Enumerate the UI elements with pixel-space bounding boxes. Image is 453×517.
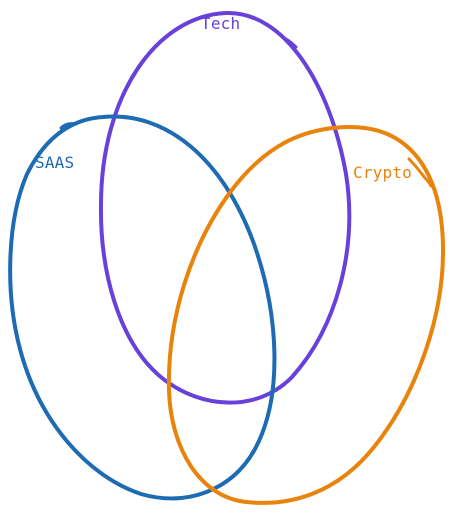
- saas-set-stroke-accent: [59, 122, 78, 130]
- crypto-set-stroke-accent: [407, 157, 433, 188]
- crypto-set-ellipse: [166, 124, 446, 505]
- saas-set-ellipse: [8, 114, 277, 501]
- saas-set-label: SAAS: [35, 153, 75, 172]
- crypto-set-label: Crypto: [353, 163, 412, 182]
- tech-set-label: Tech: [201, 14, 241, 33]
- tech-set-ellipse: [98, 10, 352, 405]
- tech-set-stroke-accent: [284, 37, 298, 49]
